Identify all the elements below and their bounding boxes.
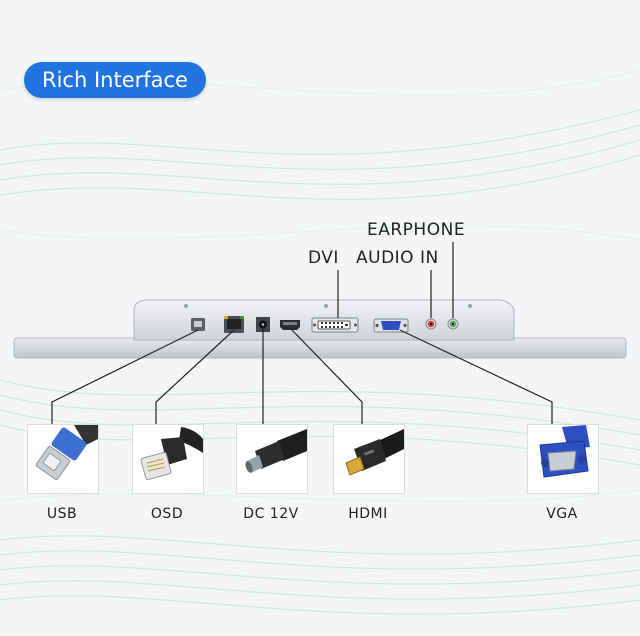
audio-in-label: AUDIO IN xyxy=(356,248,439,268)
rj45-port-icon xyxy=(224,316,244,333)
osd-card xyxy=(132,424,204,494)
dc-power-plug-icon xyxy=(245,429,307,473)
osd-label: OSD xyxy=(150,506,184,522)
usb-b-cable-icon xyxy=(35,425,98,481)
hdmi-label: HDMI xyxy=(348,506,388,522)
usb-card xyxy=(27,424,99,494)
rich-interface-badge: Rich Interface xyxy=(24,62,206,98)
usb-label: USB xyxy=(46,506,78,522)
earphone-port-icon xyxy=(447,318,459,330)
dc-label: DC 12V xyxy=(243,506,299,522)
usb-port-icon xyxy=(191,318,205,331)
monitor-back-panel xyxy=(13,299,627,359)
hdmi-port-icon xyxy=(280,320,300,330)
dvi-port-icon xyxy=(311,317,359,333)
audio-in-port-icon xyxy=(425,318,437,330)
hdmi-cable-icon xyxy=(345,429,404,476)
rj45-cable-icon xyxy=(140,427,203,481)
vga-label: VGA xyxy=(546,506,578,522)
vga-port-icon xyxy=(373,318,409,333)
vga-card xyxy=(527,424,599,494)
vga-cable-icon xyxy=(539,425,590,478)
dc-card xyxy=(236,424,308,494)
hdmi-card xyxy=(333,424,405,494)
earphone-label: EARPHONE xyxy=(367,220,466,240)
dvi-label: DVI xyxy=(308,248,339,268)
dc-jack-icon xyxy=(256,317,270,332)
